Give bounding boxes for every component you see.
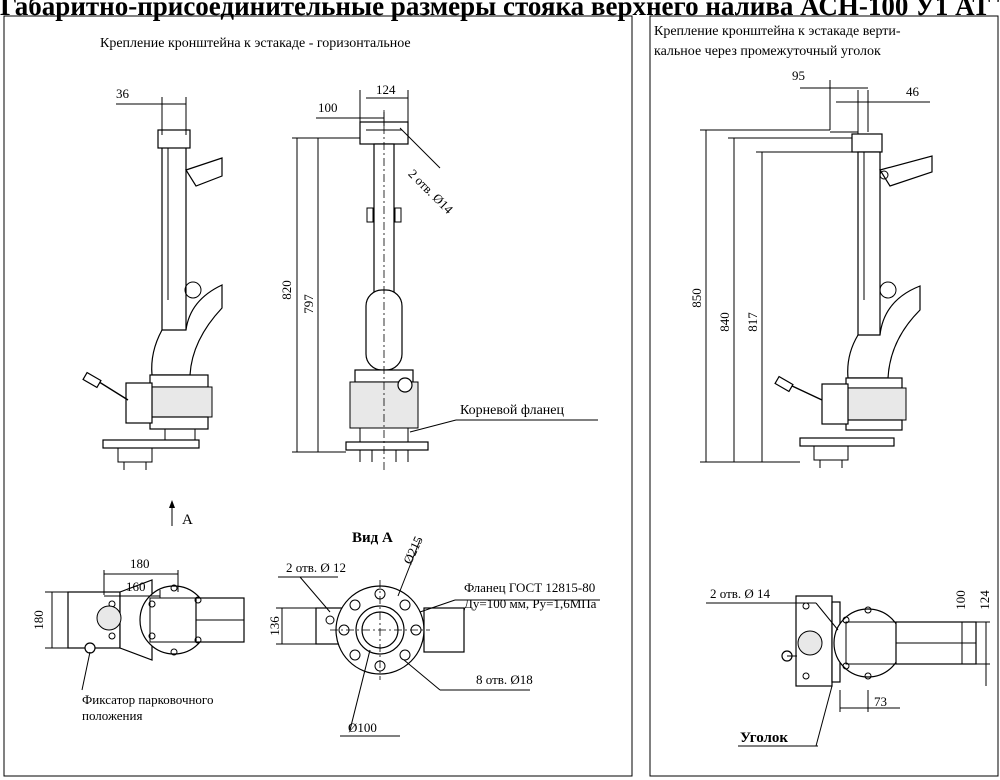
dim-817: 817 bbox=[745, 312, 760, 332]
plan-view-right bbox=[781, 595, 977, 687]
side-view-horizontal bbox=[82, 129, 223, 470]
right-caption-2: кальное через промежуточный уголок bbox=[654, 44, 881, 59]
dim-160: 160 bbox=[126, 579, 146, 594]
side-view-vertical bbox=[774, 131, 933, 468]
view-a-flange bbox=[315, 580, 465, 680]
dim-136: 136 bbox=[267, 616, 282, 636]
label-root-flange: Корневой фланец bbox=[460, 403, 564, 418]
left-caption: Крепление кронштейна к эстакаде - горизо… bbox=[100, 36, 411, 51]
plan-view-left bbox=[67, 579, 245, 661]
dim-46: 46 bbox=[906, 84, 919, 99]
right-frame bbox=[649, 15, 999, 777]
label-lock-2: положения bbox=[82, 708, 143, 723]
dim-holes-8x18: 8 отв. Ø18 bbox=[476, 672, 533, 687]
label-flange-gost-2: Ду=100 мм, Ру=1,6МПа bbox=[464, 596, 597, 611]
dim-180-side: 180 bbox=[31, 610, 46, 630]
front-view bbox=[345, 110, 429, 470]
dim-100: 100 bbox=[318, 100, 338, 115]
right-caption-1: Крепление кронштейна к эстакаде верти- bbox=[654, 24, 901, 39]
dim-73: 73 bbox=[874, 694, 887, 709]
dim-holes-2x12: 2 отв. Ø 12 bbox=[286, 560, 347, 575]
dim-36: 36 bbox=[116, 86, 129, 101]
label-angle: Уголок bbox=[740, 730, 789, 746]
view-a-arrow-label: А bbox=[182, 512, 193, 528]
view-a-title: Вид А bbox=[352, 530, 393, 546]
dim-holes-2x14-right: 2 отв. Ø 14 bbox=[710, 586, 771, 601]
label-flange-gost-1: Фланец ГОСТ 12815-80 bbox=[464, 580, 596, 595]
dim-180-top: 180 bbox=[130, 556, 150, 571]
dim-797: 797 bbox=[301, 294, 316, 314]
left-frame bbox=[3, 15, 633, 777]
dim-820: 820 bbox=[279, 280, 294, 300]
dim-840: 840 bbox=[717, 312, 732, 332]
dim-124-right: 124 bbox=[977, 590, 992, 610]
dim-95: 95 bbox=[792, 68, 805, 83]
label-lock-1: Фиксатор парковочного bbox=[82, 692, 214, 707]
dim-124: 124 bbox=[376, 82, 396, 97]
dim-100-right: 100 bbox=[953, 590, 968, 610]
dim-d100-bore: Ø100 bbox=[348, 720, 377, 735]
dim-850: 850 bbox=[689, 288, 704, 308]
